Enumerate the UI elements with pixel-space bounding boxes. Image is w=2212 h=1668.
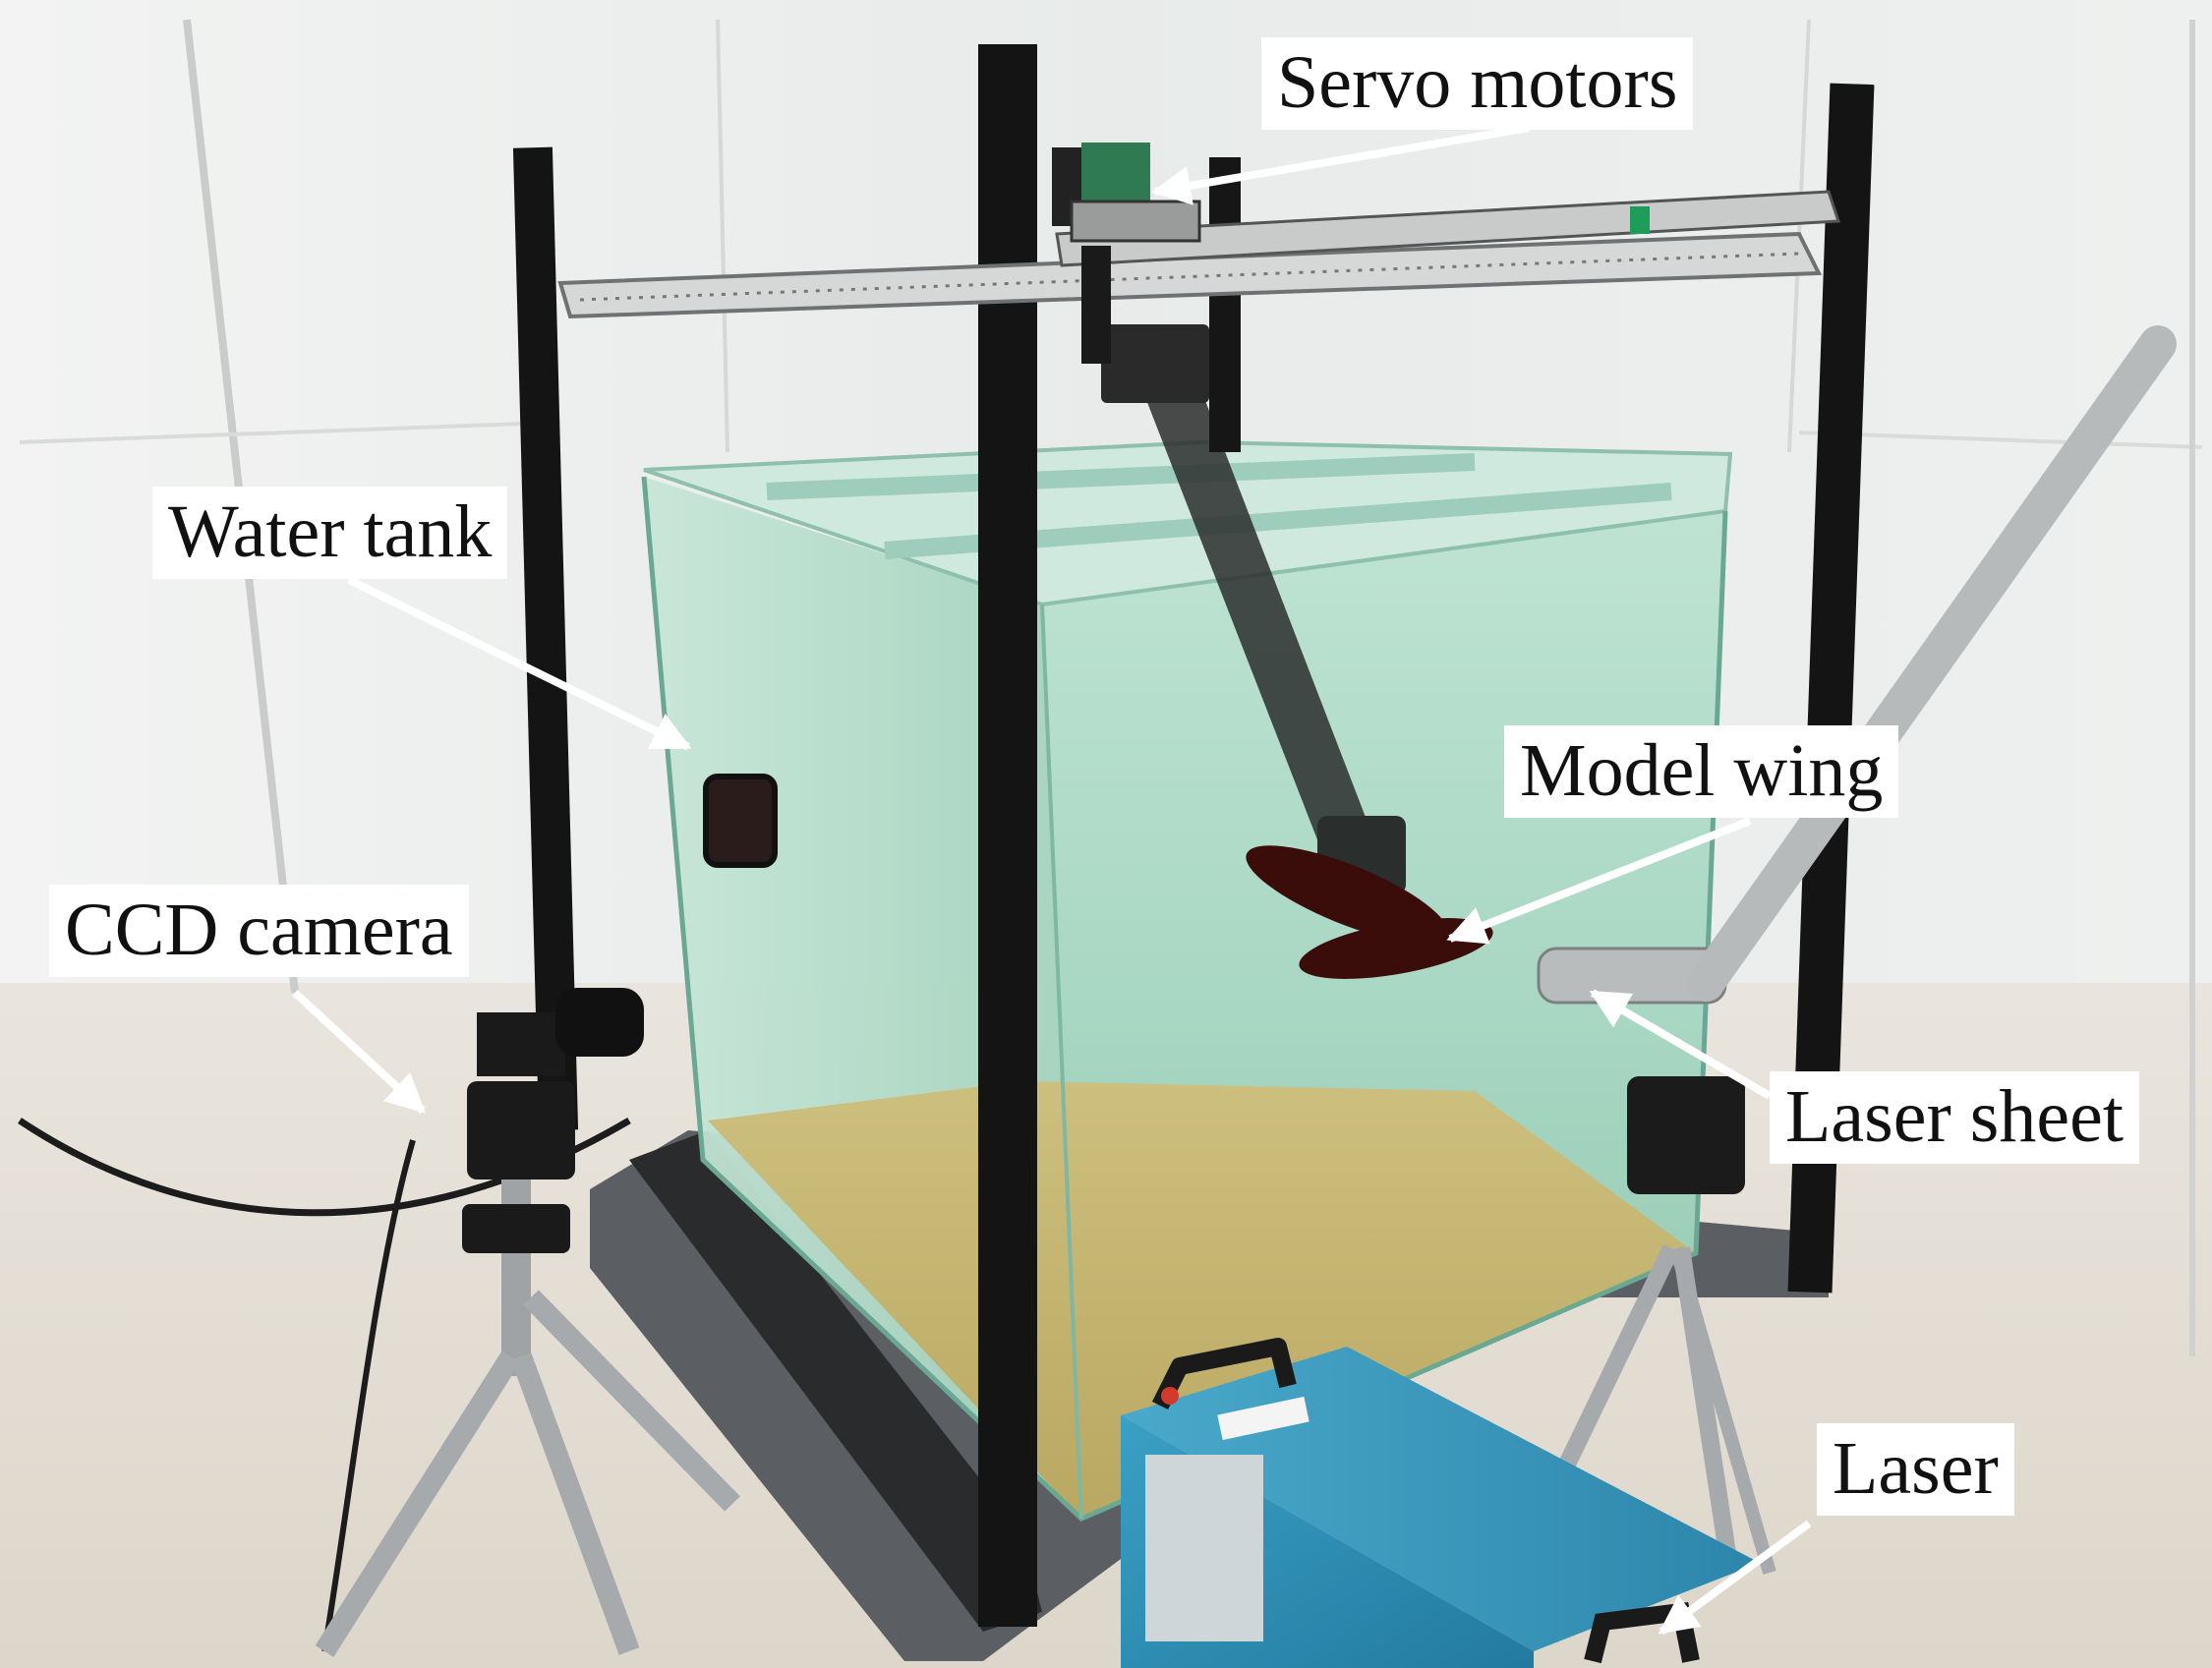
laser-tripod-leg xyxy=(1669,1246,1776,1575)
frame-post-left-back xyxy=(512,146,579,1131)
wall-seam xyxy=(1798,431,2203,449)
laser-indicator xyxy=(1161,1387,1179,1405)
tank-viewing-port xyxy=(703,774,778,868)
green-marker xyxy=(1630,206,1650,234)
floor-cable xyxy=(321,1139,416,1652)
servo-linkage xyxy=(1081,246,1111,364)
arrow-water-tank xyxy=(347,576,692,751)
top-crossbar-ruler xyxy=(557,231,1823,319)
label-laser: Laser xyxy=(1817,1423,2014,1516)
laser-sticker xyxy=(1217,1396,1310,1441)
label-water-tank: Water tank xyxy=(152,487,508,579)
arrow-laser-sheet xyxy=(1589,989,1773,1100)
frame-post-center xyxy=(978,44,1037,1627)
label-model-wing: Model wing xyxy=(1504,725,1899,818)
ccd-camera-lens xyxy=(555,988,644,1057)
tripod-clamp xyxy=(462,1204,570,1253)
label-ccd-camera: CCD camera xyxy=(49,885,469,977)
arrow-laser xyxy=(1658,1520,1812,1636)
tripod-leg xyxy=(315,1351,521,1657)
wall-seam xyxy=(19,421,552,444)
frame-post-right xyxy=(1787,83,1875,1294)
model-wing xyxy=(1246,845,1448,944)
laser-vent xyxy=(1145,1455,1263,1641)
laser-tripod-head xyxy=(1627,1076,1745,1194)
arrow-servo-motors xyxy=(1151,124,1530,205)
laser-handle-front xyxy=(1584,1602,1700,1664)
servo-carriage xyxy=(1070,200,1201,243)
laser-arm xyxy=(1687,325,2177,1002)
label-laser-sheet: Laser sheet xyxy=(1770,1071,2139,1164)
tripod-leg xyxy=(510,1352,640,1655)
sand-bottom xyxy=(708,1081,1696,1519)
ruler-marks xyxy=(579,252,1800,302)
tripod-leg xyxy=(523,1290,740,1512)
tank-edge xyxy=(1040,604,1083,1520)
wall-seam xyxy=(716,19,729,453)
frame-post-back-mid xyxy=(1209,157,1241,452)
lid-crossbar xyxy=(766,453,1476,500)
tripod-head xyxy=(467,1081,575,1179)
model-wing xyxy=(1299,918,1493,979)
ccd-camera-body xyxy=(477,1012,565,1076)
servo-board xyxy=(1081,143,1150,201)
tank-rail xyxy=(629,1130,1042,1632)
laser-handle xyxy=(1151,1338,1297,1410)
wing-sting xyxy=(1121,334,1376,865)
arrow-ccd-camera xyxy=(292,990,426,1114)
arrow-model-wing xyxy=(1446,817,1752,945)
label-servo-motors: Servo motors xyxy=(1261,37,1694,130)
servo-lower xyxy=(1101,324,1209,403)
